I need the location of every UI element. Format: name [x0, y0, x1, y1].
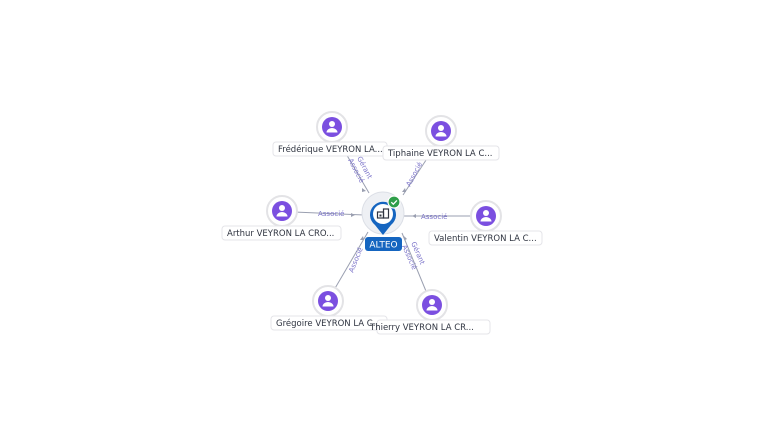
person-head: [483, 210, 489, 216]
person-body: [276, 212, 288, 217]
person-node-gregoire[interactable]: Grégoire VEYRON LA C...: [270, 285, 388, 331]
edge-label-valentin-0: Associé: [421, 213, 447, 221]
person-body: [322, 302, 334, 307]
person-head: [438, 125, 444, 131]
name-box: [382, 145, 500, 161]
edge-label-tiphaine-0: Associé: [405, 161, 424, 188]
person-body: [435, 132, 447, 137]
person-name: Grégoire VEYRON LA C...: [276, 318, 381, 329]
arrowhead: [351, 213, 355, 217]
arrowhead: [402, 188, 406, 192]
name-box: [428, 230, 543, 246]
check-icon: [387, 195, 401, 209]
check-mark: [390, 199, 398, 206]
person-name: Frédérique VEYRON LA...: [278, 144, 383, 155]
person-body: [326, 128, 338, 133]
person-node-thierry[interactable]: Thierry VEYRON LA CR...: [369, 289, 491, 335]
person-body: [480, 217, 492, 222]
name-box: [221, 225, 342, 241]
edge-thierry: [401, 232, 429, 297]
person-name: Arthur VEYRON LA CRO...: [227, 229, 334, 239]
person-head: [325, 295, 331, 301]
arrowhead: [412, 214, 416, 218]
company-label-box: [365, 237, 402, 251]
person-node-tiphaine[interactable]: Tiphaine VEYRON LA C...: [382, 115, 500, 161]
company-label: ALTEO: [369, 241, 397, 251]
arrowhead: [360, 236, 364, 240]
person-node-frederique[interactable]: Frédérique VEYRON LA...: [272, 111, 388, 157]
arrowhead: [404, 236, 407, 240]
person-node-valentin[interactable]: Valentin VEYRON LA C...: [428, 200, 543, 246]
person-name: Valentin VEYRON LA C...: [434, 234, 537, 244]
building-icon: [376, 208, 390, 219]
edge-label-arthur-0: Associé: [318, 210, 344, 218]
person-head: [279, 205, 285, 211]
company-node[interactable]: ALTEO: [361, 191, 405, 251]
person-head: [329, 121, 335, 127]
edge-gregoire: [333, 231, 369, 291]
person-node-arthur[interactable]: Arthur VEYRON LA CRO...: [221, 195, 342, 241]
person-name: Thierry VEYRON LA CR...: [369, 323, 474, 333]
name-box: [376, 319, 491, 335]
person-head: [429, 299, 435, 305]
arrowhead: [362, 188, 366, 192]
edge-label-gregoire-0: Associé: [347, 246, 364, 274]
person-body: [426, 306, 438, 311]
person-name: Tiphaine VEYRON LA C...: [387, 149, 493, 159]
